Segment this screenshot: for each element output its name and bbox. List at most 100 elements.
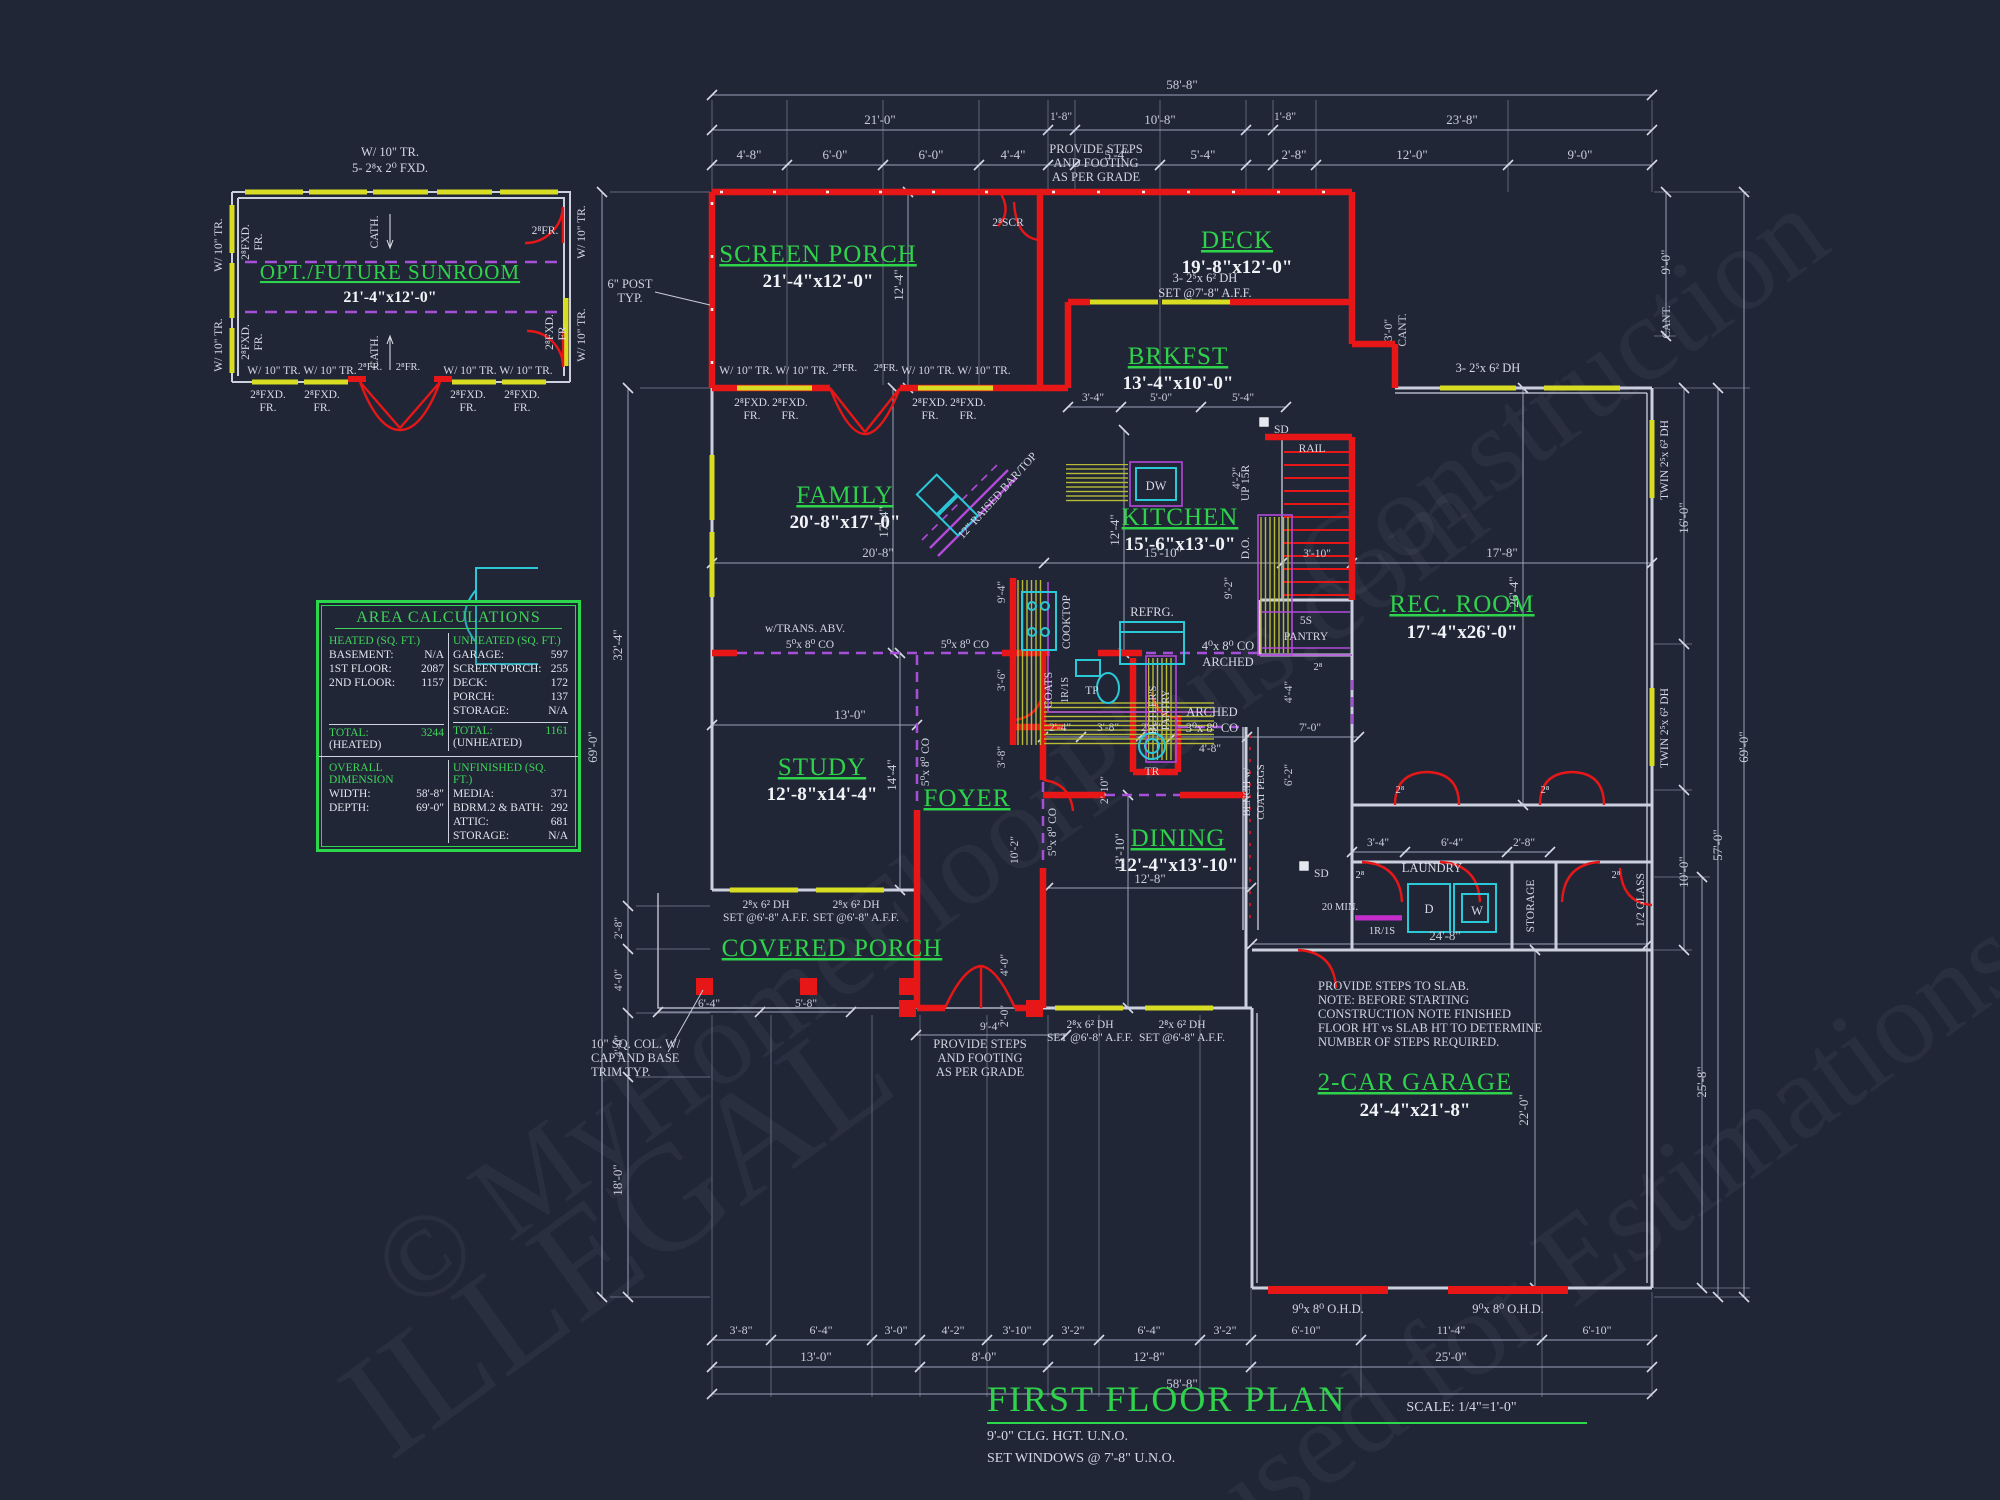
dim-left-69: 69'-0" [585, 731, 600, 762]
dim-bot1-5: 3'-2" [1061, 1323, 1084, 1337]
anno-sp-fr-4: FR. [960, 410, 977, 422]
anno-twin-1: TWIN 2⁵x 6² DH [1659, 420, 1671, 500]
sunroom-anno-fxd-b3: 2⁸FXD. [450, 389, 486, 401]
dim-kitchen-h: 12'-4" [1107, 514, 1122, 545]
anno-tr: TR [1145, 766, 1160, 778]
room-label-sunroom: OPT./FUTURE SUNROOM [260, 260, 520, 284]
sunroom-anno-fxd-l1: 2⁸FXD. [240, 224, 252, 260]
anno-washer: W [1471, 904, 1483, 918]
room-size-brkfst: 13'-4"x10'-0" [1123, 373, 1234, 394]
anno-ohd-1: 9⁰x 8⁰ O.H.D. [1292, 1302, 1363, 1316]
room-label-study: STUDY [778, 754, 866, 781]
note-slab-5: NUMBER OF STEPS REQUIRED. [1318, 1035, 1499, 1049]
dim-bot1-4: 3'-10" [1002, 1323, 1031, 1337]
anno-sd-2: SD [1314, 868, 1329, 880]
dim-k1: 9'-4" [996, 581, 1008, 603]
dim-b2: 5'-0" [1150, 392, 1172, 404]
anno-sp-fxd-4: 2⁸FXD. [950, 397, 986, 409]
room-label-brkfst: BRKFST [1128, 343, 1228, 370]
dim-dining-w: 12'-8" [1134, 871, 1165, 886]
dim-right-16: 16'-0" [1676, 502, 1691, 533]
anno-co48: 4⁰x 8⁰ CO [1202, 639, 1254, 653]
sunroom-anno-w10tr-l2: W/ 10" TR. [213, 318, 225, 371]
room-size-study: 12'-8"x14'-4" [767, 784, 878, 805]
sunroom-cath-2: CATH. [369, 335, 381, 368]
table-row: DEPTH:69'-0" [329, 802, 444, 814]
sunroom-cath-1: CATH. [369, 215, 381, 248]
sunroom-anno-fr2-b1: 2⁸FR. [358, 362, 382, 373]
table-row: MEDIA:371 [453, 788, 568, 800]
anno-butlers-2: PANTRY [1161, 689, 1172, 730]
anno-up15r: UP 15R [1240, 465, 1252, 502]
anno-twin-2: TWIN 2⁵x 6² DH [1659, 688, 1671, 768]
anno-dining-set68-1: SET @6'-8" A.F.F. [1047, 1032, 1133, 1044]
dim-top2-0: 21'-0" [864, 112, 895, 127]
table-row: STORAGE:N/A [453, 705, 568, 717]
heated-total-sub: (HEATED) [329, 739, 382, 751]
note-slab-3: CONSTRUCTION NOTE FINISHED [1318, 1007, 1511, 1021]
dim-c4: 4'-8" [1199, 743, 1221, 755]
dim-bot1-1: 6'-4" [809, 1323, 832, 1337]
smoke-detectors [1259, 417, 1309, 871]
dim-l2: 6'-4" [1441, 837, 1463, 849]
dim-right-69: 69'-0" [1736, 731, 1751, 762]
sunroom-anno-w10tr-b1: W/ 10" TR. W/ 10" TR. [247, 365, 357, 377]
dim-top3-2: 6'-0" [919, 147, 944, 162]
dim-top3-0: 4'-8" [737, 147, 762, 162]
room-label-garage: 2-CAR GARAGE [1318, 1069, 1513, 1096]
dim-bot1-9: 11'-4" [1437, 1323, 1466, 1337]
dim-bot1-7: 3'-2" [1213, 1323, 1236, 1337]
heated-total: TOTAL:3244 [329, 724, 444, 739]
anno-pantry5s-2: PANTRY [1284, 631, 1329, 643]
anno-dryer: D [1424, 902, 1433, 916]
dim-l3: 2'-8" [1513, 837, 1535, 849]
room-size-deck: 19'-8"x12'-0" [1182, 257, 1293, 278]
dim-bot2-1: 8'-0" [972, 1349, 997, 1364]
anno-cant3b: CANT. [1397, 313, 1409, 346]
area-table-title: AREA CALCULATIONS [335, 609, 562, 629]
dim-bot2-2: 12'-8" [1133, 1349, 1164, 1364]
dim-c2: 3'-8" [1097, 722, 1119, 734]
anno-rail: RAIL [1299, 443, 1326, 455]
sunroom-anno-fxd-b4: 2⁸FXD. [504, 389, 540, 401]
table-row: WIDTH:58'-8" [329, 788, 444, 800]
dim-b3: 5'-4" [1232, 392, 1254, 404]
dim-p4: 4'-0" [999, 954, 1011, 976]
anno-trans: w/TRANS. ABV. [765, 623, 845, 635]
note-slab-2: NOTE: BEFORE STARTING [1318, 993, 1469, 1007]
anno-sp-fxd-3: 2⁸FXD. [912, 397, 948, 409]
anno-laundry: LAUNDRY [1402, 861, 1462, 875]
dim-top2-1: 1'-8" [1050, 111, 1072, 123]
dim-c9: 3'-6" [996, 669, 1008, 691]
dim-left-18: 18'-0" [610, 1164, 625, 1195]
cabinets [921, 461, 1402, 921]
table-row: ATTIC:681 [453, 816, 568, 828]
table-row: SCREEN PORCH:255 [453, 663, 568, 675]
dim-right-9: 9'-0" [1658, 250, 1673, 275]
anno-dining-dh2-2: 2⁸x 6² DH [1158, 1019, 1205, 1031]
dim-top3-3: 4'-4" [1001, 147, 1026, 162]
cased-openings [737, 651, 1354, 866]
dim-top3-4: 5'-4" [1105, 147, 1130, 162]
room-label-screen-porch: SCREEN PORCH [719, 241, 916, 268]
sunroom-anno-fr-l2: FR. [253, 333, 265, 350]
room-size-sunroom: 21'-4"x12'-0" [343, 289, 436, 306]
sunroom-anno-fxd-r: 2⁸FXD. [544, 314, 556, 350]
sunroom-anno-fxd5: 5- 2⁸x 2⁰ FXD. [352, 161, 428, 175]
extension-lines [610, 100, 1750, 1397]
dim-k3: 4'-2" [1231, 467, 1243, 489]
sunroom-anno-w10tr-top: W/ 10" TR. [361, 145, 419, 159]
dim-c7: 6'-2" [1283, 764, 1295, 786]
note-post-1: 6" POST [607, 277, 652, 291]
overall-header: OVERALL DIMENSION [329, 762, 394, 786]
note-post-2: TYP. [617, 291, 642, 305]
dim-l1: 3'-4" [1367, 837, 1389, 849]
dim-garage-22: 22'-0" [1516, 1094, 1531, 1125]
anno-sp-w10tr-2: W/ 10" TR. W/ 10" TR. [901, 365, 1011, 377]
anno-cant-r: CANT. [1661, 305, 1673, 338]
sunroom-detail [229, 189, 571, 432]
anno-co58-dining: 5⁰x 8⁰ CO [1047, 808, 1059, 856]
sunroom-anno-fxd-b1: 2⁸FXD. [250, 389, 286, 401]
room-label-covered-porch: COVERED PORCH [722, 935, 943, 962]
room-label-family: FAMILY [796, 482, 893, 509]
